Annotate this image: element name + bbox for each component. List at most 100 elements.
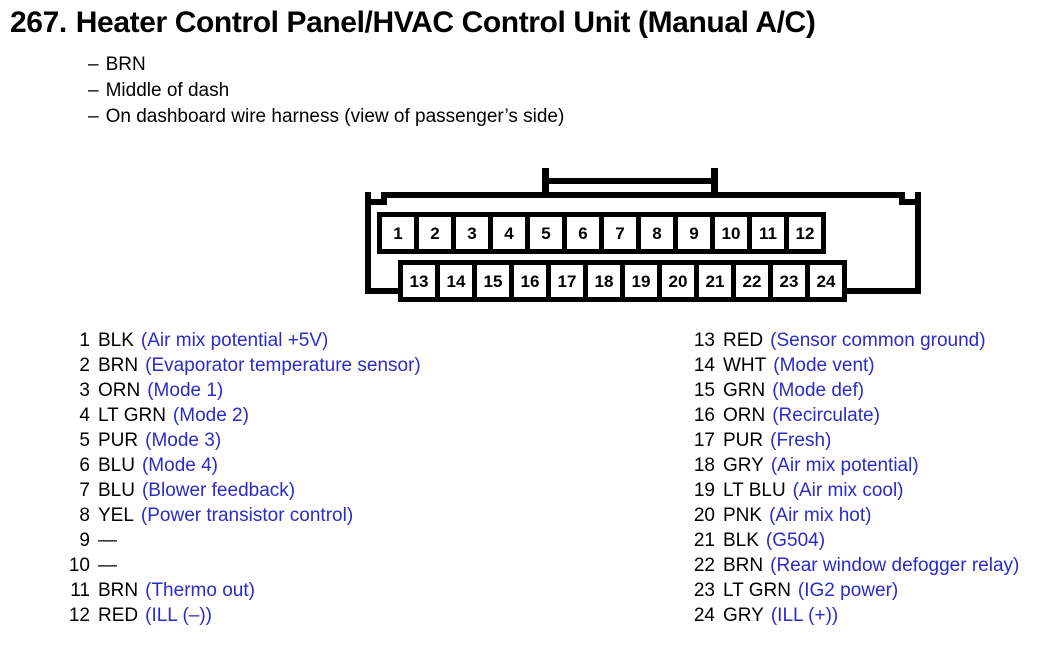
page-title-text: Heater Control Panel/HVAC Control Unit (… [75,6,816,39]
pin-wire-color: BRN [98,355,139,376]
connector-pin-11: 11 [747,212,789,254]
pin-number: 23 [693,580,715,601]
pin-wire-color: BLK [98,330,134,351]
pin-number: 9 [79,530,90,551]
pin-entry-5: 5 PUR (Mode 3) [60,430,421,455]
location-note-text: Middle of dash [105,80,230,101]
shell-notch-left [371,192,387,205]
pin-description: (Thermo out) [145,580,255,601]
location-notes: –BRN–Middle of dash–On dashboard wire ha… [88,52,564,130]
pin-unused-dash: — [98,530,117,551]
connector-pin-14: 14 [435,260,477,302]
page-title-number: 267. [10,6,67,39]
pin-description: (Air mix potential) [770,455,919,476]
pin-number: 10 [68,555,90,576]
bullet-dash-icon: – [88,106,99,127]
pin-number: 7 [79,480,90,501]
pin-wire-color: RED [98,605,139,626]
pin-wire-color: PUR [723,430,764,451]
location-note-text: BRN [105,54,146,75]
pin-description: (G504) [765,530,826,551]
pin-entry-4: 4 LT GRN (Mode 2) [60,405,421,430]
pin-number: 2 [79,355,90,376]
pin-description: (Rear window defogger relay) [770,555,1020,576]
bullet-dash-icon: – [88,80,99,101]
pin-entry-19: 19 LT BLU (Air mix cool) [685,480,1019,505]
connector-pin-5: 5 [525,212,567,254]
pin-number: 13 [693,330,715,351]
pin-entry-7: 7 BLU (Blower feedback) [60,480,421,505]
pin-wire-color: PUR [98,430,139,451]
location-note: –BRN [88,52,564,78]
connector-pin-1: 1 [377,212,419,254]
pin-wire-color: LT GRN [723,580,791,601]
pin-wire-color: YEL [98,505,134,526]
connector-pin-13: 13 [398,260,440,302]
pin-wire-color: ORN [723,405,766,426]
pin-entry-21: 21 BLK (G504) [685,530,1019,555]
pin-description: (Power transistor control) [140,505,354,526]
pin-wire-color: LT BLU [723,480,786,501]
connector-pin-12: 12 [784,212,826,254]
pin-description: (Mode 3) [145,430,222,451]
connector-pin-6: 6 [562,212,604,254]
pin-description: (Sensor common ground) [770,330,986,351]
pin-number: 3 [79,380,90,401]
pin-entry-23: 23 LT GRN (IG2 power) [685,580,1019,605]
connector-pin-8: 8 [636,212,678,254]
pin-wire-color: BLU [98,480,135,501]
pin-number: 21 [693,530,715,551]
pin-description: (Mode 4) [141,455,218,476]
connector-pin-4: 4 [488,212,530,254]
pin-wire-color: LT GRN [98,405,166,426]
connector-latch [542,168,718,196]
pin-wire-color: BLK [723,530,759,551]
pin-number: 4 [79,405,90,426]
connector-pin-15: 15 [472,260,514,302]
location-note: –On dashboard wire harness (view of pass… [88,104,564,130]
pin-description: (Recirculate) [772,405,880,426]
connector-pin-3: 3 [451,212,493,254]
pin-description: (Fresh) [770,430,832,451]
pin-wire-color: PNK [723,505,763,526]
location-note-text: On dashboard wire harness (view of passe… [105,106,565,127]
pin-entry-9: 9— [60,530,421,555]
bullet-dash-icon: – [88,54,99,75]
pin-number: 12 [68,605,90,626]
connector-pin-24: 24 [805,260,847,302]
shell-notch-right [899,192,915,205]
pin-description: (Mode def) [772,380,865,401]
pin-wire-color: WHT [723,355,767,376]
latch-bar [542,178,718,184]
pin-description: (IG2 power) [797,580,899,601]
pin-description: (Mode 2) [172,405,249,426]
pin-number: 11 [70,580,90,601]
pin-description: (Air mix potential +5V) [140,330,329,351]
pin-description: (Air mix cool) [792,480,904,501]
pin-number: 19 [693,480,715,501]
pin-description: (Air mix hot) [769,505,872,526]
pin-number: 5 [79,430,90,451]
pin-wire-color: GRY [723,605,764,626]
pin-description: (Blower feedback) [141,480,296,501]
pin-number: 14 [693,355,715,376]
pin-wire-color: GRY [723,455,764,476]
